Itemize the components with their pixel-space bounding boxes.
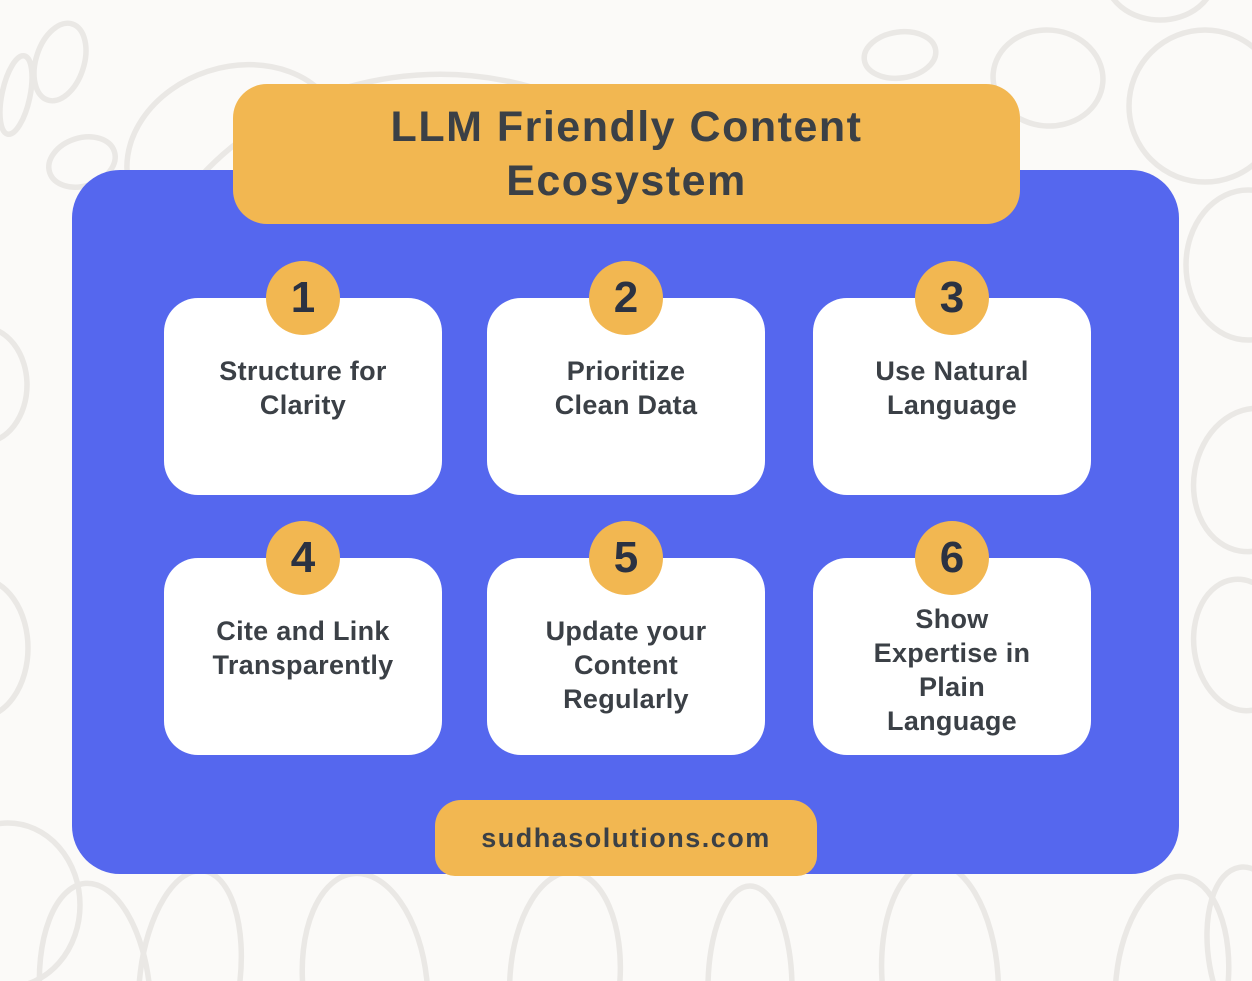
step-number: 1 [290,273,316,322]
step-card-5: 5 Update your Content Regularly [487,521,765,755]
step-label: Prioritize Clean Data [554,356,698,420]
step-card-3: 3 Use Natural Language [813,261,1091,495]
step-number: 3 [939,273,965,322]
step-number: 6 [939,533,965,582]
step-label: Update your Content Regularly [545,616,707,714]
step-number-badge-3: 3 [915,261,989,335]
step-number: 5 [613,533,639,582]
step-number-badge-1: 1 [266,261,340,335]
step-number-badge-5: 5 [589,521,663,595]
step-card-2: 2 Prioritize Clean Data [487,261,765,495]
step-card-4: 4 Cite and Link Transparently [164,521,442,755]
step-card-1: 1 Structure for Clarity [164,261,442,495]
step-number-badge-6: 6 [915,521,989,595]
step-number: 4 [290,533,316,582]
footer-banner: sudhasolutions.com [435,800,817,876]
step-card-6: 6 Show Expertise in Plain Language [813,521,1091,755]
title-banner: LLM Friendly Content Ecosystem [233,84,1020,224]
step-number-badge-2: 2 [589,261,663,335]
step-number: 2 [613,273,639,322]
step-label: Structure for Clarity [219,356,387,420]
step-number-badge-4: 4 [266,521,340,595]
step-label: Cite and Link Transparently [212,616,394,680]
step-label: Show Expertise in Plain Language [873,604,1031,736]
page-title: LLM Friendly Content Ecosystem [390,103,863,205]
step-label: Use Natural Language [875,356,1029,420]
website-url: sudhasolutions.com [481,822,771,853]
